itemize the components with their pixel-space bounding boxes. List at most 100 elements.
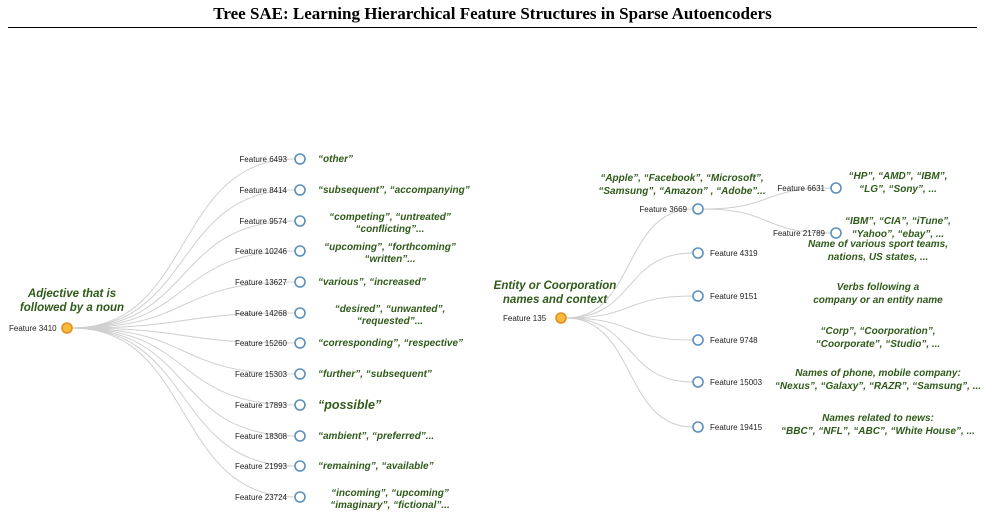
root-node-3410: [61, 322, 73, 334]
title-rule: [8, 27, 977, 28]
feature-description-line: “ambient”, “preferred”...: [318, 431, 434, 442]
feature-description-line: company or an entity name: [813, 295, 943, 306]
feature-description-line: “subsequent”, “accompanying”: [318, 185, 470, 196]
tree-edge: [565, 317, 694, 341]
feature-description-line: “Corp”, “Coorporation”,: [821, 326, 936, 337]
feature-description-line: “Samsung”, “Amazon” , “Adobe”...: [598, 186, 765, 197]
feature-description: Names related to news: “BBC”, “NFL”, “ABC…: [781, 413, 975, 437]
feature-description: “upcoming”, “forthcoming”“written”...: [324, 242, 456, 265]
feature-description: “Corp”, “Coorporation”, “Coorporate”, “St…: [816, 326, 940, 350]
feature-label: Feature 15260: [235, 339, 288, 348]
feature-node: [692, 290, 704, 302]
feature-description-line: “imaginary”, “fictional”...: [330, 500, 449, 511]
feature-description: “incoming”, “upcoming”“imaginary”, “fict…: [330, 488, 449, 511]
feature-description: “Apple”, “Facebook”, “Microsoft”, “Samsun…: [598, 173, 765, 197]
feature-label: Feature 21789: [773, 229, 826, 238]
tree-edge: [71, 250, 296, 329]
feature-node: [692, 247, 704, 259]
root-feature-label-line: Feature 3410: [9, 324, 57, 333]
feature-description-line: “Yahoo”, “ebay”, ...: [852, 229, 944, 240]
feature-description-line: Names related to news:: [822, 413, 934, 424]
tree-edge: [71, 327, 296, 498]
root-description-line: followed by a noun: [20, 302, 124, 314]
feature-label: Feature 9574: [239, 217, 287, 226]
feature-description-line: “written”...: [364, 254, 415, 265]
feature-node: [294, 215, 306, 227]
feature-description-line: “incoming”, “upcoming”: [331, 488, 449, 499]
feature-description: Name of various sport teams, nations, US …: [808, 239, 948, 263]
tree-edge: [702, 187, 832, 210]
feature-label: Feature 21993: [235, 462, 288, 471]
feature-label: Feature 9748: [710, 336, 758, 345]
feature-label: Feature 10246: [235, 247, 288, 256]
feature-node: [294, 337, 306, 349]
tree-edge: [71, 312, 296, 329]
feature-label: Feature 3669: [639, 205, 687, 214]
feature-description-line: “competing”, “untreated”: [329, 212, 451, 223]
feature-label: Feature 23724: [235, 493, 288, 502]
feature-description: “possible”: [318, 398, 382, 412]
tree-edge: [565, 295, 694, 319]
root-description: Adjective that is followed by a noun: [20, 288, 124, 314]
feature-node: [294, 307, 306, 319]
feature-description: “remaining”, “available”: [318, 461, 434, 472]
feature-description-line: “Apple”, “Facebook”, “Microsoft”,: [600, 173, 763, 184]
feature-node: [692, 334, 704, 346]
feature-label: Feature 15303: [235, 370, 288, 379]
tree-edge: [71, 281, 296, 329]
root-description-line: Adjective that is: [27, 288, 116, 300]
feature-label: Feature 19415: [710, 423, 763, 432]
feature-label: Feature 18308: [235, 432, 288, 441]
feature-label: Feature 14268: [235, 309, 288, 318]
feature-node: [294, 276, 306, 288]
tree-edge: [565, 252, 694, 319]
feature-description-line: Name of various sport teams,: [808, 239, 948, 250]
feature-description-line: “Coorporate”, “Studio”, ...: [816, 339, 940, 350]
tree-edge: [71, 327, 296, 437]
feature-label: Feature 8414: [239, 186, 287, 195]
feature-label: Feature 9151: [710, 292, 758, 301]
feature-description: “competing”, “untreated”“conflicting”...: [329, 212, 451, 235]
feature-label: Feature 6631: [777, 184, 825, 193]
feature-description-line: “BBC”, “NFL”, “ABC”, “White House”, ...: [781, 426, 975, 437]
tree-edge: [71, 327, 296, 467]
feature-description-line: nations, US states, ...: [828, 252, 929, 263]
feature-label: Feature 4319: [710, 249, 758, 258]
tree-edge: [702, 208, 832, 234]
tree-edge: [71, 327, 296, 344]
feature-description: “further”, “subsequent”: [318, 369, 432, 380]
feature-description-line: Names of phone, mobile company:: [795, 368, 961, 379]
feature-node: [692, 376, 704, 388]
feature-description: “IBM”, “CIA”, “iTune”, “Yahoo”, “ebay”, .…: [845, 216, 951, 240]
tree-edge: [565, 208, 694, 319]
feature-description-line: “IBM”, “CIA”, “iTune”,: [845, 216, 951, 227]
feature-description-line: “Nexus”, “Galaxy”, “RAZR”, “Samsung”, ..…: [775, 381, 981, 392]
feature-description-line: “further”, “subsequent”: [318, 369, 432, 380]
root-node-135: [555, 312, 567, 324]
feature-node: [294, 430, 306, 442]
feature-description: “desired”, “unwanted”,“requested”...: [335, 304, 446, 327]
tree-edge: [71, 327, 296, 375]
feature-description: “subsequent”, “accompanying”: [318, 185, 470, 196]
feature-node: [294, 245, 306, 257]
text-layer: Feature 3410 Adjective that is followed by…: [9, 154, 981, 511]
tree-edge: [71, 158, 296, 329]
feature-node: [294, 153, 306, 165]
root-feature-label: Feature 135: [503, 314, 547, 323]
feature-description: “corresponding”, “respective”: [318, 338, 463, 349]
feature-label: Feature 13627: [235, 278, 288, 287]
feature-node: [294, 368, 306, 380]
node-layer: [61, 153, 842, 503]
feature-description-line: “upcoming”, “forthcoming”: [324, 242, 456, 253]
feature-description-line: “LG”, “Sony”, ...: [859, 184, 937, 195]
tree-edge: [565, 317, 694, 428]
feature-description-line: “corresponding”, “respective”: [318, 338, 463, 349]
feature-node: [692, 421, 704, 433]
feature-description: “HP”, “AMD”, “IBM”,“LG”, “Sony”, ...: [849, 171, 948, 195]
feature-label: Feature 15003: [710, 378, 763, 387]
feature-label: Feature 6493: [239, 155, 287, 164]
feature-description: “ambient”, “preferred”...: [318, 431, 434, 442]
